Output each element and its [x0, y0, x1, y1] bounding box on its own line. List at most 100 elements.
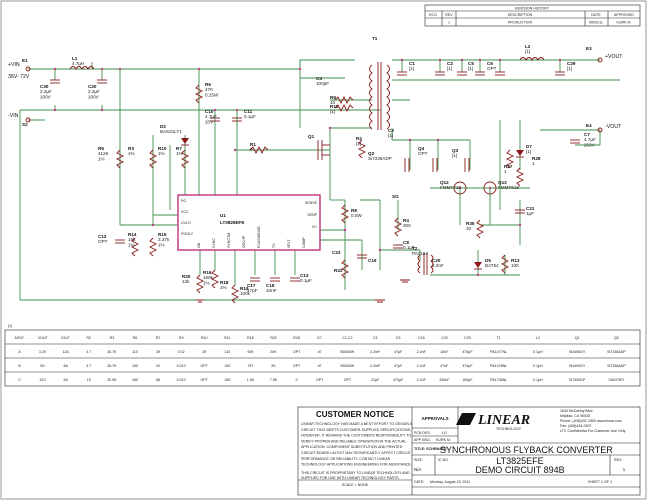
label-c18-ref: C18 [266, 283, 275, 288]
label-r15-value-1: 3.37k [158, 237, 170, 242]
label-q1-ref: Q1 [308, 134, 315, 139]
label-r14-value-1: 15k [128, 237, 136, 242]
bom-cell-1-16: 47µF [394, 364, 403, 368]
bom-header-5: R6 [133, 336, 138, 340]
bom-cell-0-9: 110 [224, 350, 230, 354]
tb-date: Monday, August 15, 2011 [430, 480, 470, 484]
bom-cell-0-10: 909 [247, 350, 253, 354]
label-r22-ref: R22 [334, 268, 343, 273]
bom-header-8: R10 [201, 336, 208, 340]
bom-cell-2-11: 7.5K [270, 378, 278, 382]
bom-cell-0-14: B0540W [340, 350, 354, 354]
label-q4-value-1: OPT [418, 151, 428, 156]
tb-rev: 1 [623, 467, 626, 472]
label-c21-value-1: 1µF [526, 211, 534, 216]
label-r4-ref: R4 [403, 218, 409, 223]
label-c12-ref: C12 [98, 234, 107, 239]
ic-pin-left-3: PGOLY [181, 232, 194, 236]
company-address-line-2: Phone: (408)432-1900 www.linear.com [560, 419, 622, 423]
label-q12-value-1: FMMT718 [440, 185, 461, 190]
label-d2-value-1: BAS21LT1 [160, 129, 182, 134]
bom-header-22: Q1 [575, 336, 580, 340]
label-c11-ref: C11 [244, 109, 253, 114]
label-c30-value-1: 2.2µF [40, 89, 52, 94]
rev-header-approved: APPROVED [614, 13, 634, 17]
rev-header-eco: ECO [429, 13, 437, 17]
notice-line-5: CIRCUIT BOARD LAYOUT MAY SIGNIFICANTLY A… [301, 451, 412, 455]
bom-cell-1-21: 0.1µH [533, 364, 543, 368]
rev-header-rev: REV [445, 13, 453, 17]
tb-circuit: DEMO CIRCUIT 894B [475, 465, 564, 475]
notice-footer-0: THIS CIRCUIT IS PROPRIETARY TO LINEAR TE… [301, 471, 410, 475]
label-c10-ref: C10 [205, 109, 214, 114]
bom-cell-2-0: C [18, 378, 21, 382]
bom-cell-1-4: 28.7K [107, 364, 117, 368]
label-r19-value-1: 100k [240, 291, 251, 296]
bom-cell-1-12: OPT [293, 364, 301, 368]
notice-line-0: LINEAR TECHNOLOGY HAS MADE A BEST EFFORT… [301, 422, 413, 426]
bom-header-12: R28 [293, 336, 300, 340]
tb-size-label: SIZE [414, 458, 423, 462]
bom-header-3: R2 [87, 336, 92, 340]
bom-cell-1-19: 470µF [462, 364, 473, 368]
bom-cell-2-8: OPT [201, 378, 209, 382]
label-d7-value-1: [1] [526, 149, 531, 154]
bom-header-13: D7 [317, 336, 322, 340]
notice-line-4: APPLICATION. COMPONENT SUBSTITUTION AND … [301, 445, 403, 449]
ic-pin-left-2: UVLO [181, 221, 191, 225]
label-c5-ref: C5 [468, 61, 474, 66]
label-r7-ref: R7 [176, 146, 182, 151]
label-c19-ref: C19 [368, 258, 377, 263]
linear-logo-mark [456, 413, 476, 425]
bom-cell-2-16: 470µF [393, 378, 404, 382]
label-r14-value-2: 1% [128, 242, 135, 247]
label-sg-ref: SG [392, 194, 399, 199]
ic-part: LT3825EFE [220, 220, 244, 225]
notice-title: CUSTOMER NOTICE [316, 410, 395, 419]
label-q13-value-1: FMMT618 [498, 185, 519, 190]
label-r35-value-1: 10 [466, 226, 472, 231]
net-vout-neg: -VOUT [605, 124, 622, 130]
rev-row-approved: KURK M. [617, 21, 632, 25]
label-r15-value-2: 1% [158, 242, 165, 247]
net-vin-range: 36V- 72V [8, 74, 30, 80]
company-address: 1630 McCarthy Blvd.Milpitas, CA 95035Pho… [560, 409, 626, 433]
ic-pin-left-0: PG [181, 199, 186, 203]
bom-cell-2-7: 0.012 [177, 378, 186, 382]
bom-header-2: IOUT [61, 336, 70, 340]
label-l1-value-1: 4.7µH [72, 61, 84, 66]
bom-header-9: R11 [224, 336, 230, 340]
label-r16-value-2: 1% [203, 280, 210, 285]
label-r2-value-1: [1] [356, 141, 361, 146]
label-l1-ref: L1 [72, 56, 78, 61]
label-r6-ref: R6 [205, 82, 211, 87]
label-c6-ref: C6 [487, 61, 493, 66]
tb-scale: SCALE = NONE [342, 483, 369, 487]
tb-date-label: DATE: [414, 480, 424, 484]
tb-title-label: TITLE: SCHEMATIC [414, 447, 448, 451]
label-q3-ref: Q3 [452, 148, 459, 153]
bom-header-23: Q3 [614, 336, 619, 340]
junctions [53, 58, 562, 277]
label-c20-value-2: 100V [88, 94, 100, 99]
label-c3-ref: C3 [388, 128, 394, 133]
approvals-title: APPROVALS [422, 416, 449, 421]
label-r5-value-1: 412K [98, 151, 110, 156]
bom-cell-1-7: 0.012 [177, 364, 186, 368]
bom-cell-0-0: A [18, 350, 21, 354]
bom-header-6: R7 [156, 336, 161, 340]
rev-header-description: DESCRIPTION [508, 13, 533, 17]
notice-line-3: VERIFY PROPER AND RELIABLE OPERATION IN … [301, 439, 406, 443]
label-c6-value-1: OPT [487, 66, 497, 71]
bom-cell-2-19: 150µF [462, 378, 473, 382]
approvals-pcb-value: LG [442, 431, 447, 435]
bom-cell-2-5: 160 [132, 378, 138, 382]
label-r20-value-1: 12k [182, 279, 190, 284]
label-c12-value-1: OPT [98, 239, 108, 244]
bom-cell-1-17: 2.2nF [417, 364, 427, 368]
notice-line-7: TECHNOLOGY APPLICATIONS ENGINEERING FOR … [301, 463, 412, 467]
rev-row-rev: 1 [448, 21, 450, 25]
